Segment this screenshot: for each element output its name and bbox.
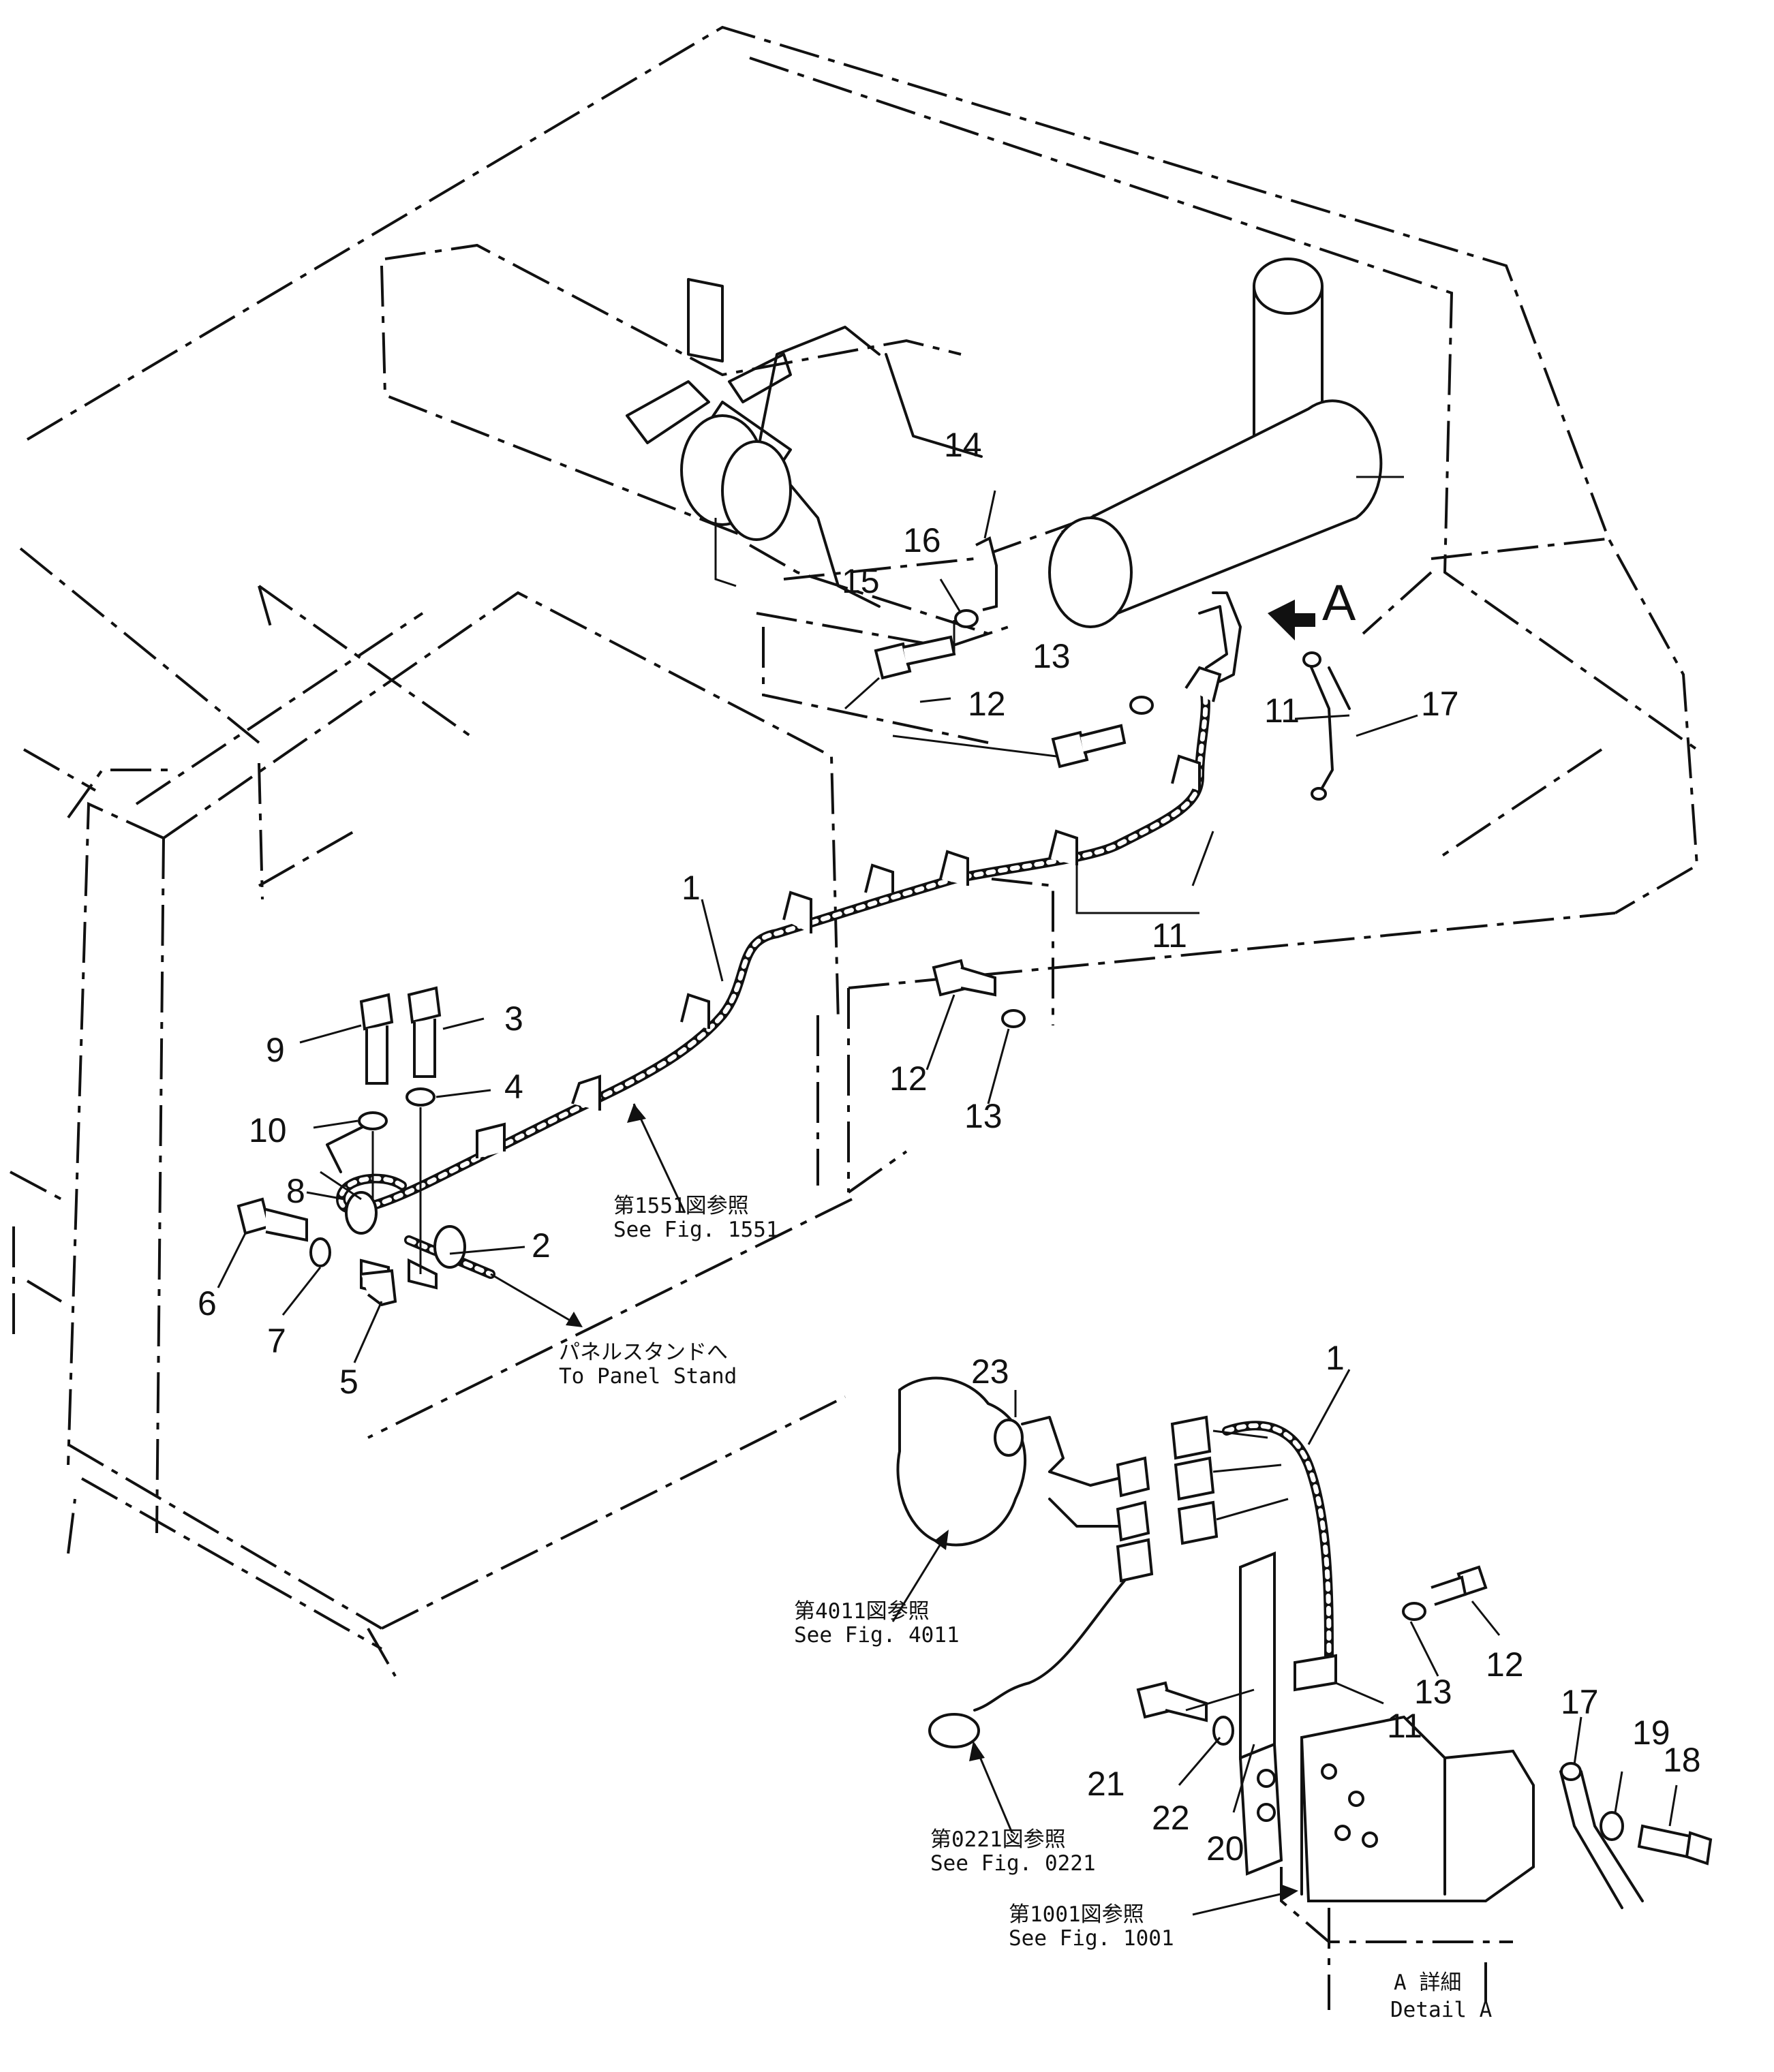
label-part-11-detail: 11: [1387, 1707, 1422, 1745]
label-part-11-engine: 11: [1264, 692, 1300, 730]
ref-1551-jp: 第1551図参照: [613, 1194, 749, 1218]
label-part-18: 18: [1663, 1741, 1701, 1779]
label-part-17-engine: 17: [1421, 685, 1459, 723]
machine-body-outline: [19, 25, 1699, 1677]
label-part-19: 19: [1632, 1714, 1670, 1752]
label-part-4: 4: [504, 1068, 523, 1106]
ref-panel-jp: パネルスタンドへ: [559, 1340, 728, 1365]
ref-0221-en: See Fig. 0221: [930, 1851, 1096, 1876]
label-part-20: 20: [1206, 1829, 1244, 1868]
label-part-12-engine: 12: [968, 685, 1006, 723]
label-part-9: 9: [266, 1031, 285, 1069]
label-part-1-detail: 1: [1326, 1339, 1345, 1377]
label-part-10: 10: [249, 1111, 287, 1149]
label-part-15: 15: [842, 562, 880, 600]
view-arrow-label: A: [1322, 574, 1356, 631]
label-part-13-detail: 13: [1414, 1673, 1452, 1711]
detail-a-assembly: [896, 1376, 1713, 2010]
label-part-3: 3: [504, 1000, 523, 1038]
ref-1001-en: See Fig. 1001: [1009, 1926, 1174, 1951]
label-part-8: 8: [286, 1172, 305, 1210]
label-part-16: 16: [903, 521, 941, 559]
label-part-13-frame: 13: [964, 1097, 1003, 1135]
ref-panel-en: To Panel Stand: [559, 1364, 737, 1389]
label-part-14: 14: [944, 426, 982, 464]
label-part-22: 22: [1152, 1799, 1190, 1837]
label-part-1: 1: [682, 869, 701, 907]
ref-1551-en: See Fig. 1551: [613, 1218, 779, 1242]
label-part-21: 21: [1087, 1765, 1125, 1803]
ref-1001-jp: 第1001図参照: [1009, 1902, 1144, 1927]
ref-4011-en: See Fig. 4011: [794, 1623, 960, 1648]
label-part-5: 5: [339, 1363, 358, 1401]
label-part-12-detail: 12: [1486, 1645, 1524, 1684]
fastener-group-left: [236, 986, 442, 1307]
label-part-2: 2: [532, 1226, 551, 1265]
label-part-11-frame: 11: [1152, 916, 1187, 955]
ref-4011-jp: 第4011図参照: [794, 1599, 930, 1624]
label-part-6: 6: [198, 1284, 217, 1323]
detail-a-en: Detail A: [1390, 1998, 1493, 2022]
fastener-group-engine: [874, 536, 1351, 1028]
label-part-23: 23: [971, 1352, 1009, 1391]
reference-notes: 第1551図参照 See Fig. 1551 パネルスタンドへ To Panel…: [559, 1194, 1493, 2022]
leader-lines: [217, 490, 1678, 1916]
part-number-labels: 1 2 3 4 5 6 7 8 9 10 11 11 12 12 13 13 1…: [198, 426, 1701, 1868]
ref-0221-jp: 第0221図参照: [930, 1827, 1066, 1852]
wiring-harness-main: [326, 666, 1222, 1297]
counterweight-block: [10, 591, 846, 1650]
detail-a-jp: A 詳細: [1394, 1970, 1461, 1995]
label-part-12-frame: 12: [889, 1060, 928, 1098]
label-part-7: 7: [267, 1322, 286, 1360]
label-part-13-engine: 13: [1033, 637, 1071, 675]
engine: [380, 243, 1404, 744]
label-part-17-detail: 17: [1561, 1683, 1599, 1721]
